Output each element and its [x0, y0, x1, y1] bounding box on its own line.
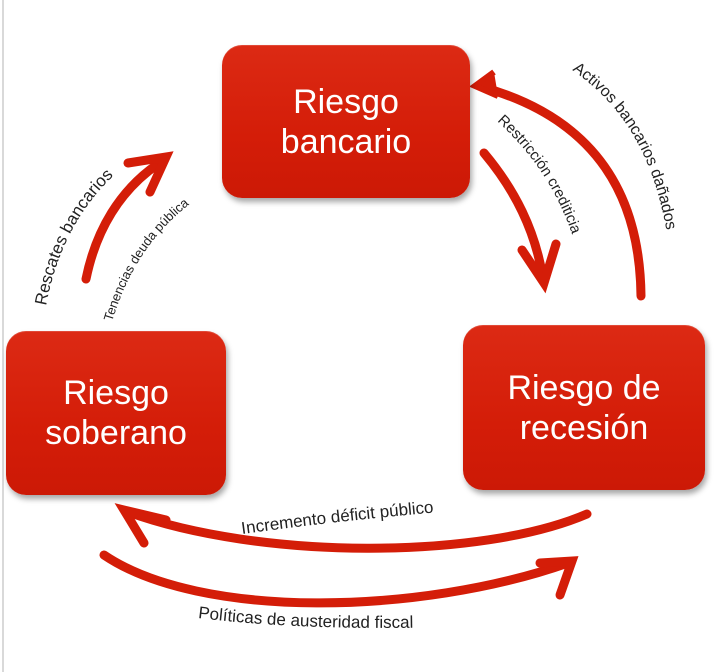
arrow-restriccion: [479, 148, 561, 294]
node-riesgo-bancario: Riesgo bancario: [222, 45, 470, 198]
node-title-line1: Riesgo de: [507, 368, 661, 407]
node-title-line2: soberano: [45, 414, 187, 452]
node-title-line2: recesión: [519, 408, 649, 447]
arrow-politicas: [99, 550, 579, 608]
frame-border: [2, 0, 4, 672]
node-riesgo-recesion: Riesgo de recesión: [463, 325, 705, 490]
label-incremento: Incremento déficit público: [240, 498, 434, 538]
arrow-rescates: [81, 151, 174, 284]
node-riesgo-soberano: Riesgo soberano: [6, 331, 226, 495]
node-title-line2: bancario: [280, 122, 412, 161]
arrow-incremento: [114, 503, 592, 553]
node-title-line1: Riesgo: [293, 82, 399, 121]
node-title-line1: Riesgo: [63, 374, 169, 412]
label-politicas: Políticas de austeridad fiscal: [197, 603, 413, 632]
arrow-activos: [469, 69, 646, 301]
